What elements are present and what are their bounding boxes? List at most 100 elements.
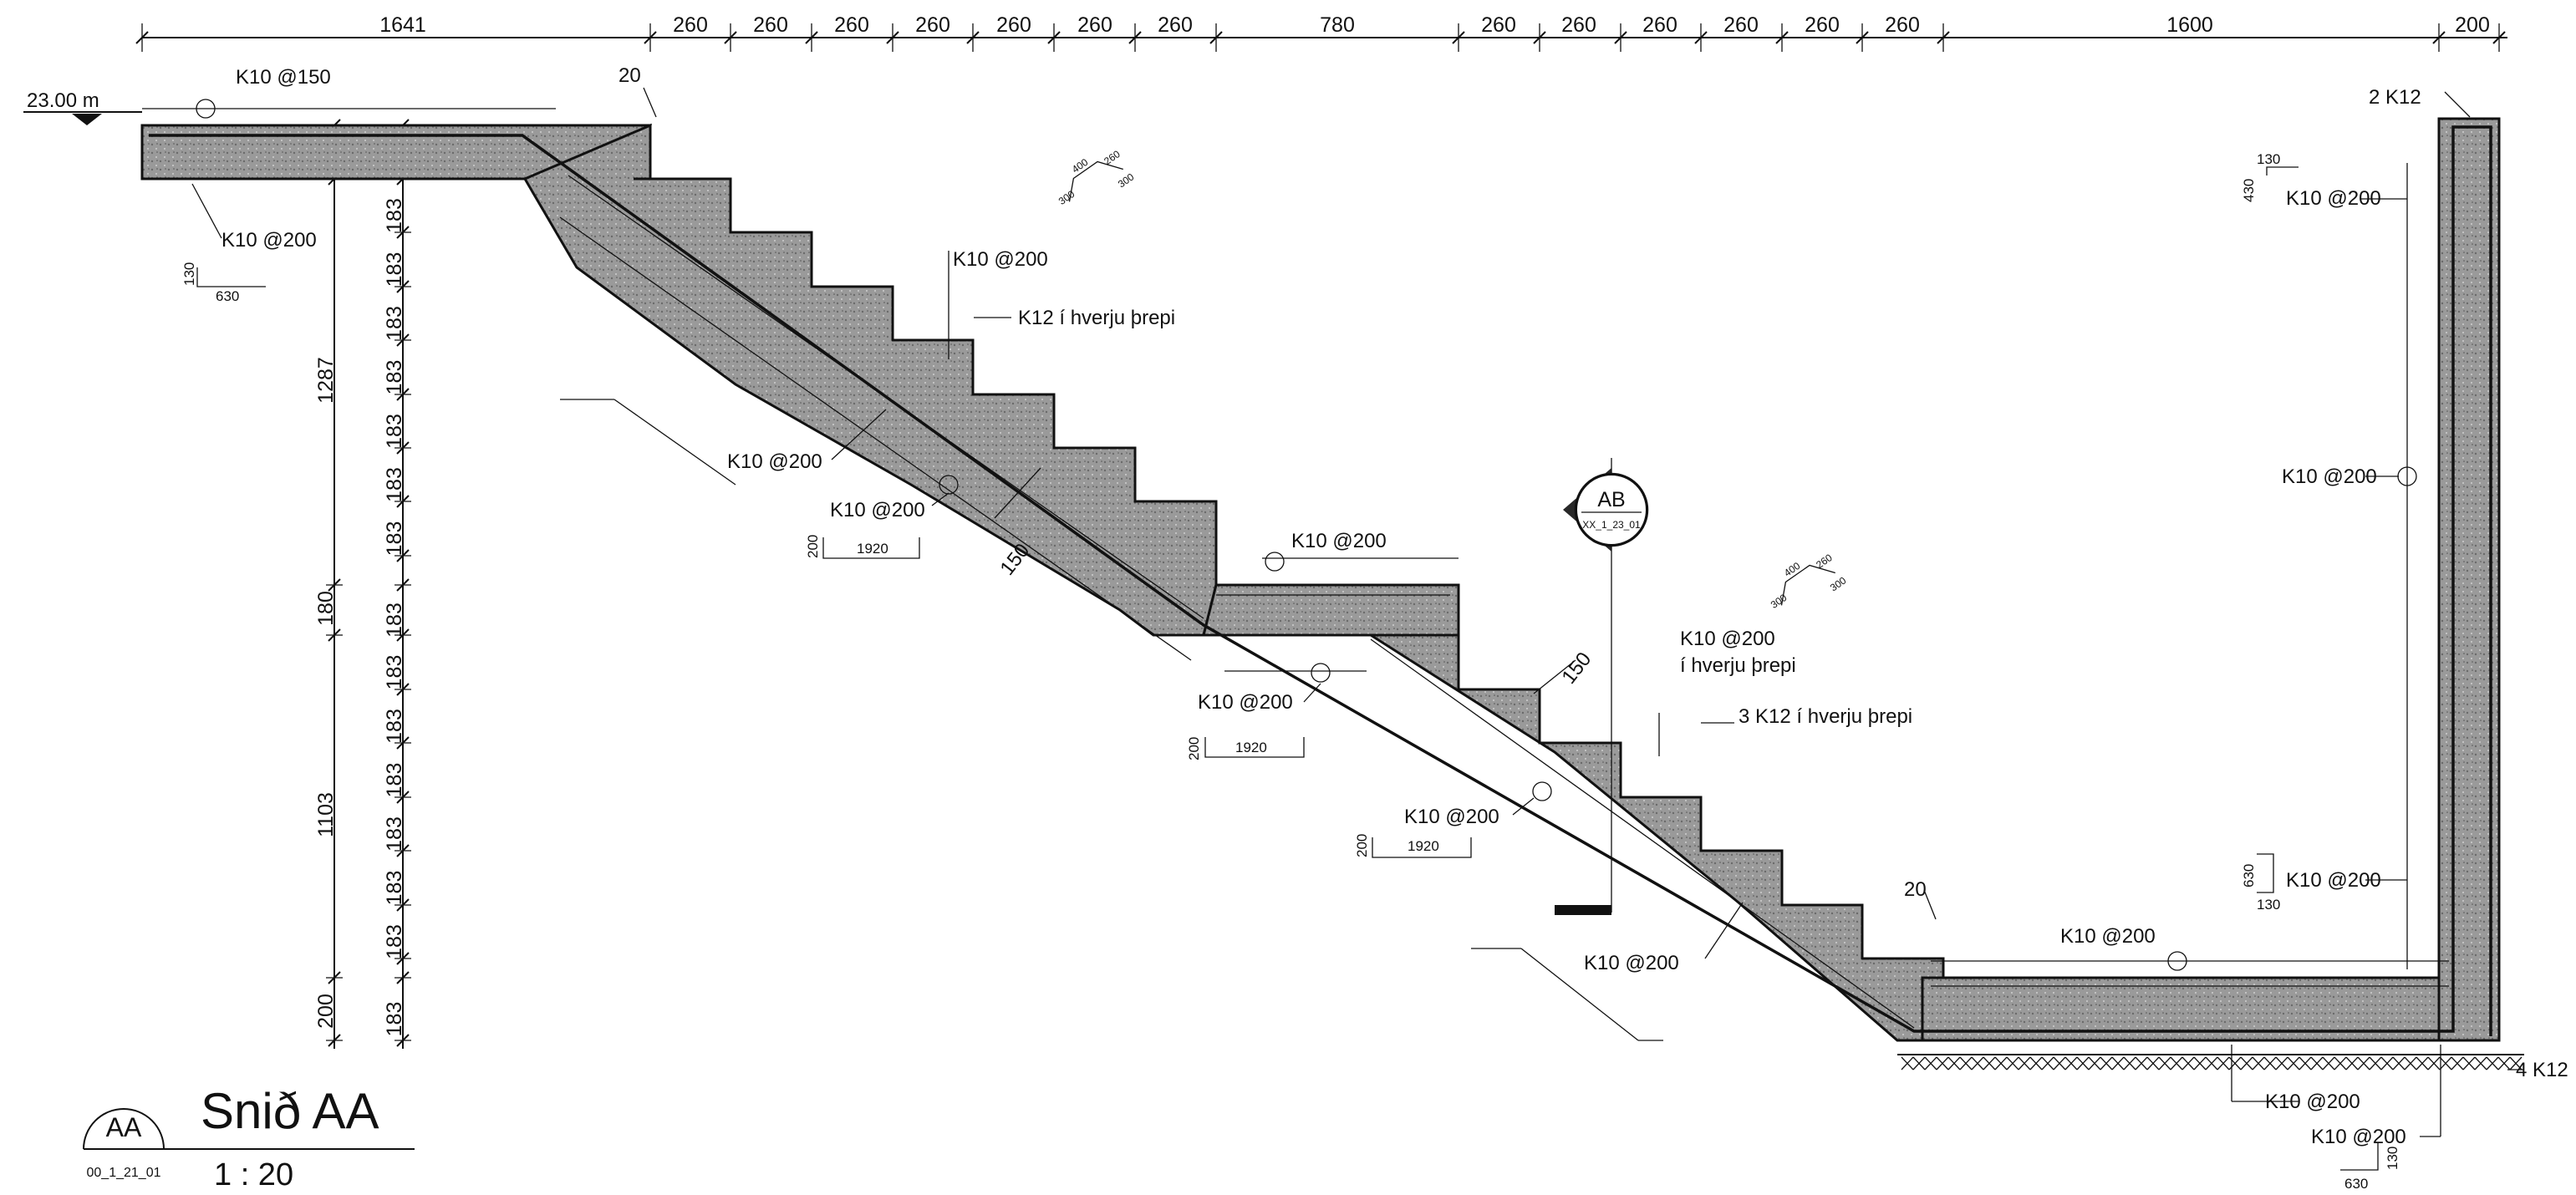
label-flight2-slab: K10 @200: [1584, 952, 1679, 974]
bend-5-b: 430: [2241, 179, 2257, 202]
section-title-block: AA 00_1_21_01 Snið AA 1 : 20: [83, 1083, 415, 1192]
step-bend-2-b: 400: [1782, 560, 1803, 579]
section-mark-label: AA: [106, 1112, 142, 1142]
bend-4-a: 200: [1354, 834, 1370, 857]
bend-6-a: 630: [2241, 864, 2257, 887]
label-flight2-step-note: í hverju þrepi: [1680, 654, 1796, 677]
label-bottom-landing-bottom: K10 @200: [2265, 1091, 2360, 1113]
bend-3-a: 200: [1186, 737, 1202, 760]
step-bend-1-d: 300: [1116, 170, 1137, 190]
step-bend-2-d: 300: [1828, 574, 1849, 593]
step-bend-1-b: 400: [1070, 156, 1091, 175]
riser-dim: 183: [383, 306, 406, 341]
bend-3-b: 1920: [1235, 740, 1267, 755]
bend-6-b: 130: [2257, 897, 2280, 913]
top-dim-15: 260: [1885, 13, 1920, 37]
flight-1: [522, 123, 1218, 637]
rebar-lines: [149, 125, 2492, 1036]
label-bottom-landing: K10 @200: [2060, 925, 2156, 948]
top-dim-17: 200: [2455, 13, 2490, 37]
riser-dim: 183: [383, 414, 406, 449]
left-dimension-chains: 200 1103 180 1287 180 183183183183183183…: [314, 119, 411, 1049]
riser-dim: 183: [383, 816, 406, 852]
label-top-landing-bottom: K10 @200: [221, 229, 317, 252]
level-mark: 23.00 m: [23, 89, 142, 125]
bend-2-a: 200: [805, 535, 821, 558]
detail-mark-label: AB: [1597, 488, 1625, 511]
bend-4-b: 1920: [1408, 838, 1439, 854]
label-flight1-dist: K10 @200: [830, 499, 925, 521]
label-flight1-step: K10 @200: [953, 248, 1048, 271]
level-label: 23.00 m: [27, 89, 99, 112]
stair-concrete: [140, 117, 2524, 1070]
leaders: [142, 87, 2524, 1137]
section-scale: 1 : 20: [214, 1157, 293, 1192]
riser-dim: 183: [383, 198, 406, 233]
top-dim-8: 260: [1158, 13, 1193, 37]
section-title: Snið AA: [201, 1083, 379, 1139]
left-dim-180: 180: [314, 591, 338, 626]
detail-marker-ab: AB XX_1_23_01: [1555, 458, 1649, 915]
detail-mark-ref: XX_1_23_01: [1582, 519, 1641, 531]
top-dim-11: 260: [1561, 13, 1596, 37]
bend-5-a: 130: [2257, 151, 2280, 167]
riser-dim: 183: [383, 252, 406, 287]
label-flight2-dist: K10 @200: [1404, 806, 1499, 828]
top-dimension-chain: 1641 260 260 260 260 260 260 260 780 260…: [135, 13, 2507, 52]
left-dim-200: 200: [314, 994, 338, 1029]
label-flight1-slab: K10 @200: [727, 450, 822, 473]
riser-dim: 183: [383, 360, 406, 395]
riser-dim: 183: [383, 924, 406, 959]
rebar-annotations: K10 @150 K10 @200 K10 @200 K12 í hverju …: [221, 64, 2568, 1148]
label-flight2-step-bars: 3 K12 í hverju þrepi: [1739, 705, 1912, 728]
riser-dim: 183: [383, 467, 406, 502]
section-mark-ref: 00_1_21_01: [87, 1166, 161, 1180]
bend-2-b: 1920: [857, 541, 888, 557]
riser-dim: 183: [383, 521, 406, 557]
top-dim-14: 260: [1805, 13, 1840, 37]
step-bend-1-a: 300: [1056, 188, 1077, 207]
step-bend-2-a: 300: [1769, 592, 1789, 611]
top-dim-4: 260: [834, 13, 869, 37]
top-dim-12: 260: [1642, 13, 1677, 37]
level-triangle-icon: [72, 114, 102, 125]
middle-landing: [1202, 583, 1460, 637]
label-top-landing-top: K10 @150: [236, 66, 331, 89]
gap-top: 20: [619, 64, 641, 87]
label-flight1-step-bars: K12 í hverju þrepi: [1018, 307, 1175, 329]
riser-dim: 183: [383, 655, 406, 690]
left-dim-1103: 1103: [314, 792, 338, 837]
bend-1-a: 130: [181, 262, 197, 286]
top-dim-6: 260: [996, 13, 1031, 37]
label-wall-mid: K10 @200: [2282, 465, 2377, 488]
top-dim-3: 260: [753, 13, 788, 37]
top-dim-13: 260: [1723, 13, 1759, 37]
top-dim-2: 260: [673, 13, 708, 37]
label-mid-landing-bottom: K10 @200: [1198, 691, 1293, 714]
label-flight2-step: K10 @200: [1680, 628, 1775, 650]
riser-dim: 183: [383, 871, 406, 906]
top-dim-5: 260: [915, 13, 950, 37]
gap-bottom: 20: [1904, 878, 1927, 901]
top-dim-1: 1641: [379, 13, 426, 37]
left-dim-1287: 1287: [314, 357, 338, 404]
label-wall-base-bars: 4 K12: [2516, 1059, 2568, 1081]
flight-2: [1366, 585, 1945, 1042]
label-wall-base-bottom: K10 @200: [2311, 1126, 2406, 1148]
slab-thickness-2: 150: [1557, 648, 1596, 689]
label-wall-top-bars: 2 K12: [2369, 86, 2421, 109]
ground-hatch: [1901, 1056, 2523, 1070]
riser-dim: 183: [383, 1002, 406, 1037]
riser-dim: 183: [383, 763, 406, 798]
bend-1-b: 630: [216, 288, 239, 304]
label-wall-inner-top: K10 @200: [2286, 187, 2381, 210]
top-dim-7: 260: [1077, 13, 1112, 37]
top-dim-9: 780: [1320, 13, 1355, 37]
label-mid-landing: K10 @200: [1291, 530, 1387, 552]
bend-7-b: 630: [2344, 1176, 2368, 1192]
riser-dim: 183: [383, 709, 406, 744]
top-dim-16: 1600: [2166, 13, 2213, 37]
label-wall-inner-bottom: K10 @200: [2286, 869, 2381, 892]
